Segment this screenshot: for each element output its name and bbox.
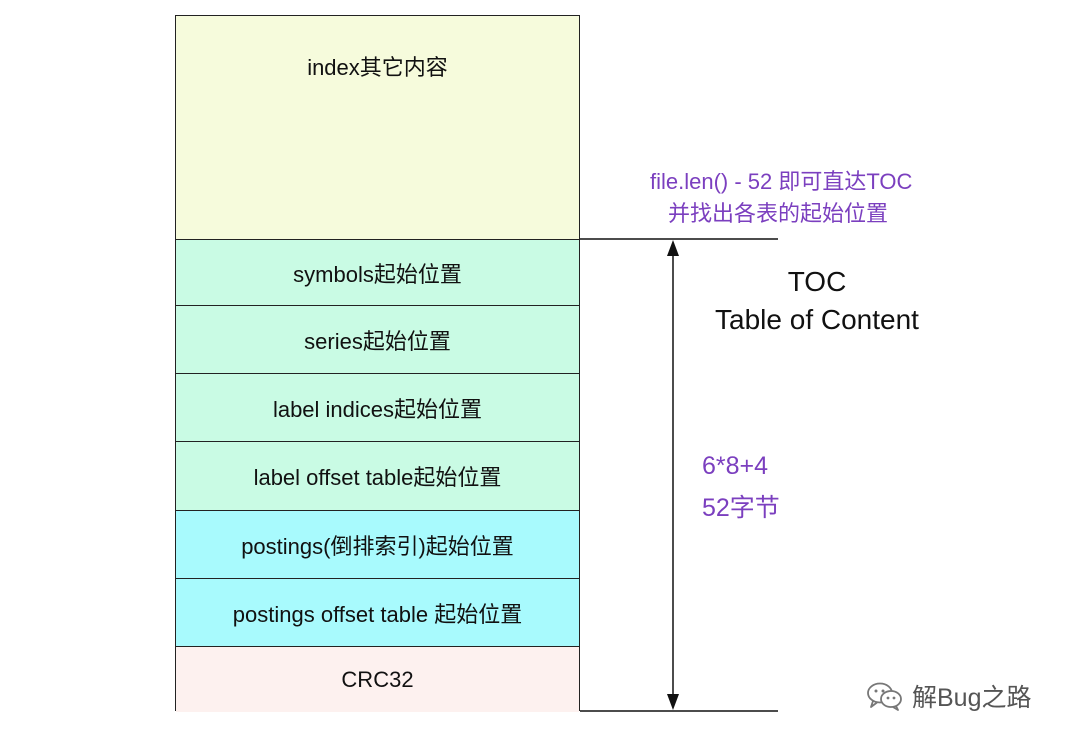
block-postings-start: postings(倒排索引)起始位置 [176, 511, 579, 579]
block-postings-offset-table-label: postings offset table 起始位置 [232, 601, 523, 627]
watermark-text: 解Bug之路 [912, 684, 1032, 712]
wechat-icon [867, 682, 902, 711]
block-crc32: CRC32 [176, 647, 579, 712]
watermark: 解Bug之路 [866, 678, 1031, 714]
toc-offset-note-line1: file.len() - 52 即可直达TOC [650, 169, 913, 194]
block-label-offset-table-start: label offset table起始位置 [176, 442, 579, 511]
block-symbols-start: symbols起始位置 [176, 240, 579, 306]
index-file-layout: index其它内容 symbols起始位置 series起始位置 label i… [175, 15, 580, 712]
block-index-content-label: index其它内容 [307, 54, 448, 80]
block-label-indices-label: label indices起始位置 [272, 396, 483, 422]
toc-offset-note-line2: 并找出各表的起始位置 [668, 201, 889, 226]
block-index-content: index其它内容 [176, 16, 579, 240]
block-label-offset-table-label: label offset table起始位置 [253, 465, 502, 490]
toc-title: TOC [787, 266, 847, 297]
toc-span-arrow-head-down [667, 694, 679, 710]
toc-size-formula: 6*8+4 [702, 452, 769, 480]
block-symbols-label: symbols起始位置 [293, 261, 462, 287]
block-series-label: series起始位置 [304, 328, 451, 354]
toc-span-arrow-head-up [667, 240, 679, 256]
block-postings-label: postings(倒排索引)起始位置 [241, 533, 514, 559]
block-label-indices-start: label indices起始位置 [176, 374, 579, 442]
block-crc32-label: CRC32 [341, 666, 414, 692]
block-series-start: series起始位置 [176, 306, 579, 374]
toc-size-bytes: 52字节 [702, 494, 780, 522]
block-postings-offset-table-start: postings offset table 起始位置 [176, 579, 579, 647]
toc-subtitle: Table of Content [715, 304, 919, 335]
